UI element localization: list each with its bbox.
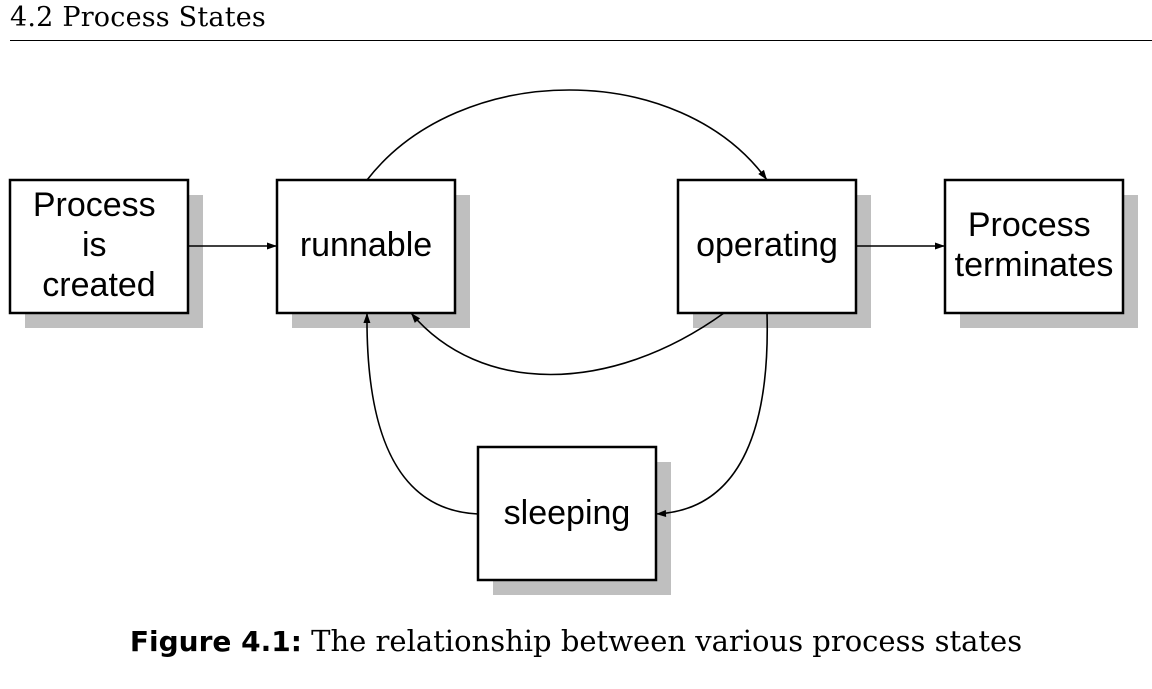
label-terminates-line2: terminates — [955, 246, 1114, 284]
label-created-line2: is — [82, 226, 107, 264]
label-sleeping: sleeping — [504, 494, 631, 532]
running-header: 4.2 Process States — [10, 0, 1152, 41]
label-process-created: Process is created — [33, 186, 165, 304]
figure-number: Figure 4.1: — [129, 625, 302, 658]
label-terminates-line1: Process — [968, 206, 1091, 244]
arrow-operating-to-runnable — [410, 312, 725, 376]
arrow-runnable-to-operating — [366, 89, 768, 181]
figure-caption-text: The relationship between various process… — [311, 624, 1023, 658]
label-runnable: runnable — [300, 226, 432, 264]
arrow-operating-to-sleeping — [655, 312, 769, 518]
label-process-terminates: Process terminates — [955, 206, 1114, 284]
figure-caption: Figure 4.1: The relationship between var… — [0, 624, 1152, 658]
label-operating: operating — [696, 226, 838, 264]
section-title: 4.2 Process States — [10, 2, 266, 33]
label-created-line3: created — [42, 266, 155, 304]
node-runnable — [275, 178, 457, 315]
arrow-sleeping-to-runnable — [363, 312, 479, 515]
label-created-line1: Process — [33, 186, 156, 224]
node-process-terminates — [943, 178, 1125, 315]
